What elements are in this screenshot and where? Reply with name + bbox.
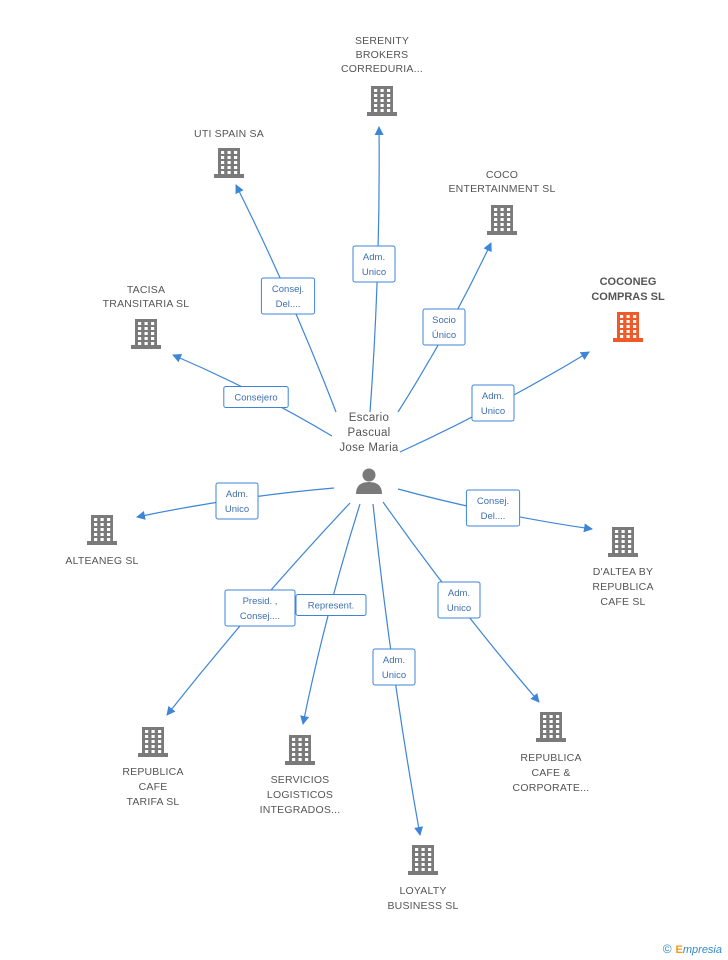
edge-label-uti[interactable]: Consej. Del....: [260, 277, 316, 315]
company-name-line: COCONEG: [600, 276, 657, 288]
edge-label-text: Socio: [432, 315, 456, 326]
edge-label-text: Unico: [225, 504, 249, 515]
edge-label-box: [352, 245, 396, 283]
company-name-line: D'ALTEA BY: [593, 566, 653, 578]
edge-label-box: [437, 581, 481, 619]
edge-label-daltea[interactable]: Consej. Del....: [465, 489, 521, 527]
person-name-line: Pascual: [347, 427, 390, 439]
company-node-coconeg[interactable]: COCONEG COMPRAS SL: [591, 276, 665, 342]
edge-label-box: [471, 384, 515, 422]
edge-label-text: Adm.: [448, 588, 470, 599]
edge-label-box: [260, 277, 316, 315]
building-icon: [87, 515, 117, 545]
edge-label-text: Unico: [447, 603, 471, 614]
company-name-line: UTI SPAIN SA: [194, 128, 264, 140]
company-node-servicios[interactable]: SERVICIOS LOGISTICOS INTEGRADOS...: [260, 735, 341, 816]
company-node-uti[interactable]: UTI SPAIN SA: [194, 128, 264, 178]
company-name-line: INTEGRADOS...: [260, 804, 341, 816]
company-name-line: CAFE SL: [600, 596, 645, 608]
company-name-line: BROKERS: [356, 49, 409, 61]
brand-name: mpresia: [682, 944, 722, 956]
company-name-line: ENTERTAINMENT SL: [448, 183, 555, 195]
building-icon: [138, 727, 168, 757]
edge-label-text: Adm.: [482, 391, 504, 402]
company-node-loyalty[interactable]: LOYALTY BUSINESS SL: [387, 845, 458, 912]
edge-label-text: Único: [432, 330, 456, 341]
building-icon: [285, 735, 315, 765]
edge-label-text: Del....: [481, 511, 506, 522]
company-name-line: REPUBLICA: [520, 752, 581, 764]
edge-label-text: Consej.: [477, 496, 509, 507]
company-node-alteaneg[interactable]: ALTEANEG SL: [65, 515, 138, 567]
edge-label-text: Unico: [481, 406, 505, 417]
copyright-icon: ©: [662, 942, 672, 956]
edge-label-text: Represent.: [308, 601, 354, 612]
building-icon: [367, 86, 397, 116]
edge-label-tacisa[interactable]: Consejero: [223, 386, 289, 408]
edge-label-box: [215, 482, 259, 520]
edge-label-alteaneg[interactable]: Adm. Unico: [215, 482, 259, 520]
company-name-line: TARIFA SL: [127, 796, 180, 808]
edge-label-text: Consej.: [272, 284, 304, 295]
edge-label-rcafetarifa[interactable]: Presid. , Consej....: [224, 589, 296, 627]
edge-label-text: Adm.: [383, 655, 405, 666]
edge-label-box: [224, 589, 296, 627]
company-node-tacisa[interactable]: TACISA TRANSITARIA SL: [103, 284, 190, 349]
person-name-line: Escario: [349, 412, 389, 424]
edge-label-text: Adm.: [363, 252, 385, 263]
company-name-line: TACISA: [127, 284, 165, 296]
edge-label-text: Unico: [362, 267, 386, 278]
building-icon: [487, 205, 517, 235]
company-name-line: BUSINESS SL: [387, 900, 458, 912]
edge-label-serenity[interactable]: Adm. Unico: [352, 245, 396, 283]
company-name-line: CAFE: [139, 781, 168, 793]
company-node-serenity[interactable]: SERENITY BROKERS CORREDURIA...: [341, 35, 423, 116]
edge-label-box: [223, 386, 289, 408]
building-icon: [131, 319, 161, 349]
building-icon: [608, 527, 638, 557]
edge-label-text: Presid. ,: [243, 596, 278, 607]
company-node-rcafetarifa[interactable]: REPUBLICA CAFE TARIFA SL: [122, 727, 183, 808]
edge-label-text: Consej....: [240, 611, 280, 622]
person-name-line: Jose Maria: [339, 442, 399, 454]
building-icon: [613, 312, 643, 342]
company-name-line: LOGISTICOS: [267, 789, 333, 801]
company-name-line: CAFE &: [531, 767, 570, 779]
building-icon: [536, 712, 566, 742]
company-name-line: SERVICIOS: [271, 774, 330, 786]
edge-label-coconeg[interactable]: Adm. Unico: [471, 384, 515, 422]
edge-label-box: [372, 648, 416, 686]
edge-label-text: Del....: [276, 299, 301, 310]
edge-label-rcafecorp[interactable]: Adm. Unico: [437, 581, 481, 619]
person-icon: [356, 468, 382, 494]
edge-label-box: [422, 308, 466, 346]
company-name-line: COMPRAS SL: [591, 291, 665, 303]
building-icon: [214, 148, 244, 178]
company-name-line: REPUBLICA: [122, 766, 183, 778]
edge-label-servicios[interactable]: Represent.: [295, 594, 367, 616]
edge-label-loyalty[interactable]: Adm. Unico: [372, 648, 416, 686]
building-icon: [408, 845, 438, 875]
edge-label-text: Unico: [382, 670, 406, 681]
brand-footer: ©Empresia: [663, 942, 722, 956]
edge-label-box: [465, 489, 521, 527]
edge-label-text: Consejero: [234, 393, 277, 404]
edge-label-box: [295, 594, 367, 616]
company-name-line: LOYALTY: [399, 885, 446, 897]
company-name-line: REPUBLICA: [592, 581, 653, 593]
company-node-coco[interactable]: COCO ENTERTAINMENT SL: [448, 169, 555, 235]
company-name-line: COCO: [486, 169, 518, 181]
company-node-daltea[interactable]: D'ALTEA BY REPUBLICA CAFE SL: [592, 527, 653, 608]
company-name-line: SERENITY: [355, 35, 409, 47]
edge-label-text: Adm.: [226, 489, 248, 500]
company-name-line: ALTEANEG SL: [65, 555, 138, 567]
company-name-line: CORPORATE...: [513, 782, 590, 794]
company-name-line: TRANSITARIA SL: [103, 298, 190, 310]
brand-initial: E: [675, 944, 683, 956]
company-name-line: CORREDURIA...: [341, 63, 423, 75]
company-node-rcafecorp[interactable]: REPUBLICA CAFE & CORPORATE...: [513, 712, 590, 794]
